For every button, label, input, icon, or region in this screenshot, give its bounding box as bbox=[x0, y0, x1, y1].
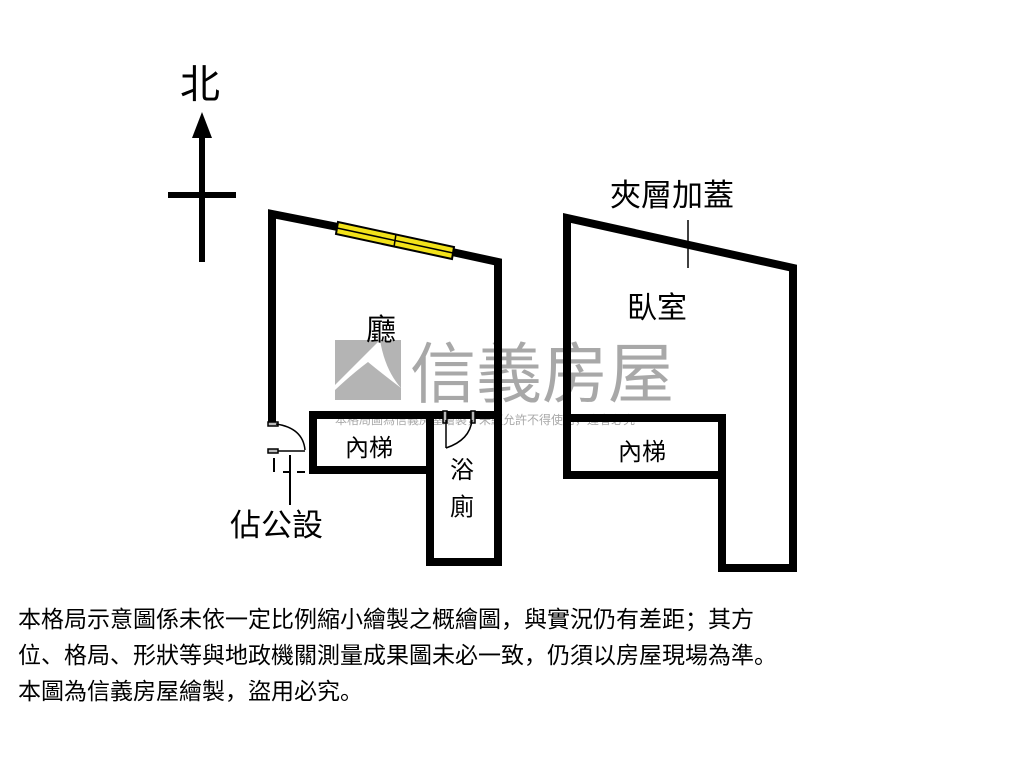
disclaimer-line: 位、格局、形狀等與地政機關測量成果圖未必一致，仍須以房屋現場為準。 bbox=[18, 643, 777, 669]
room-label-mezzanine: 夾層加蓋 bbox=[610, 178, 734, 214]
label-shared-area: 佔公設 bbox=[230, 508, 323, 544]
window bbox=[334, 220, 456, 261]
room-label-living: 廳 bbox=[366, 313, 396, 348]
north-label: 北 bbox=[180, 62, 220, 108]
right-unit-walls bbox=[563, 213, 797, 572]
left-unit-walls bbox=[268, 209, 502, 566]
disclaimer-line: 本圖為信義房屋繪製，盜用必究。 bbox=[18, 679, 363, 705]
bath-door bbox=[442, 410, 476, 449]
room-label-bedroom: 臥室 bbox=[627, 291, 687, 326]
watermark-logo-icon bbox=[335, 340, 401, 400]
entry-door bbox=[267, 421, 310, 505]
watermark: 信義房屋 本格局圖為信義房屋繪製，未經允許不得使用，違者必究 bbox=[335, 336, 674, 427]
watermark-brand: 信義房屋 bbox=[410, 336, 674, 413]
disclaimer: 本格局示意圖係未依一定比例縮小繪製之概繪圖，與實況仍有差距；其方 位、格局、形狀… bbox=[18, 602, 1018, 710]
room-label-stair-right: 內梯 bbox=[618, 438, 666, 466]
room-label-stair-left: 內梯 bbox=[345, 434, 393, 462]
disclaimer-line: 本格局示意圖係未依一定比例縮小繪製之概繪圖，與實況仍有差距；其方 bbox=[18, 607, 754, 633]
room-label-bath-1: 浴 bbox=[450, 456, 474, 484]
room-label-bath-2: 廁 bbox=[450, 493, 474, 521]
north-arrow-icon bbox=[168, 112, 236, 262]
